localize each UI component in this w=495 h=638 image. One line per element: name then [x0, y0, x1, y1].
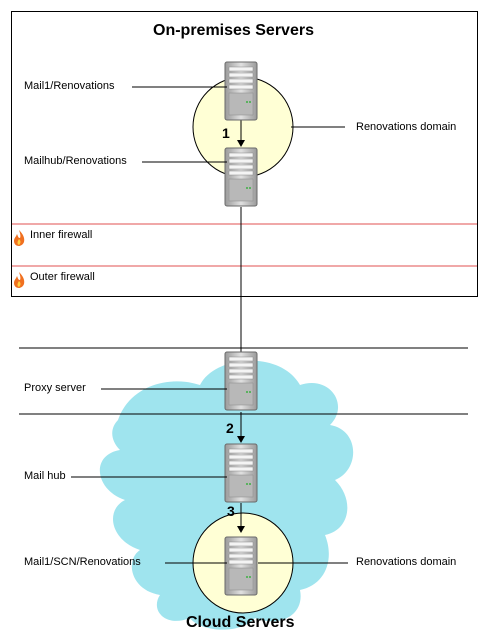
inner-firewall-label: Inner firewall: [30, 229, 93, 241]
cloud-title: Cloud Servers: [186, 614, 295, 631]
server-icon: [224, 147, 258, 207]
step-1-number: 1: [222, 125, 230, 141]
flame-icon: [14, 230, 25, 246]
server-icon: [224, 443, 258, 503]
renovations-domain-label-top: Renovations domain: [356, 121, 457, 133]
renovations-domain-label-bottom: Renovations domain: [356, 556, 457, 568]
server-icon: [224, 351, 258, 411]
step-3-number: 3: [227, 503, 235, 519]
mail-hub-label: Mail hub: [24, 470, 66, 482]
mail1-renovations-label: Mail1/Renovations: [24, 80, 115, 92]
proxy-server-label: Proxy server: [24, 382, 86, 394]
mail1-scn-renovations-label: Mail1/SCN/Renovations: [24, 556, 141, 568]
arrow-step-3: [237, 503, 245, 533]
on-premises-title: On-premises Servers: [153, 22, 314, 39]
flame-icon: [14, 272, 25, 288]
mailhub-renovations-label: Mailhub/Renovations: [24, 155, 127, 167]
server-icon: [224, 536, 258, 596]
on-premises-frame: [11, 11, 478, 297]
arrow-step-1: [237, 120, 245, 147]
server-icon: [224, 61, 258, 121]
step-2-number: 2: [226, 420, 234, 436]
outer-firewall-label: Outer firewall: [30, 271, 95, 283]
arrow-step-2: [237, 412, 245, 443]
